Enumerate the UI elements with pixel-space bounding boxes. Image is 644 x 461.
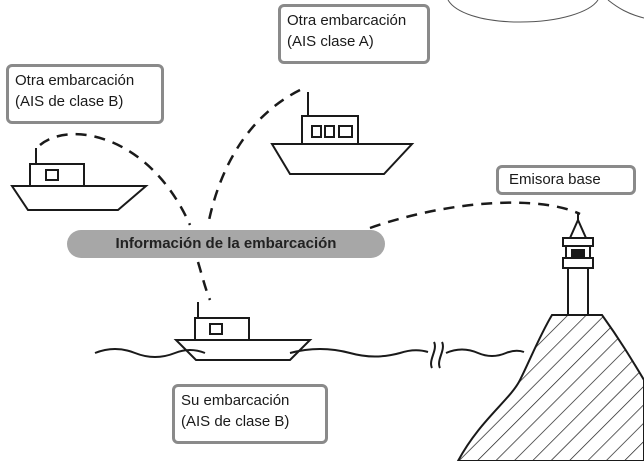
vessel-class-b-line1: Otra embarcación [15,72,135,89]
vessel-class-a-label: Otra embarcación (AIS clase A) [278,4,430,64]
sea-waves [94,341,525,369]
hatched-cliff [456,314,644,461]
ship-icon-class-a [270,92,415,175]
ship-icon-class-b [10,148,149,211]
ship-icon-own [173,302,313,361]
link-class-a-vessel [206,88,301,226]
vessel-info-pill: Información de la embarcación [67,230,385,258]
own-vessel-line2: (AIS de clase B) [181,413,290,430]
link-class-b-vessel [39,132,192,226]
own-vessel-line1: Su embarcación [181,392,290,409]
base-station-text: Emisora base [509,171,601,188]
vessel-class-a-line1: Otra embarcación [287,12,407,29]
vessel-class-b-label: Otra embarcación (AIS de clase B) [6,64,164,124]
cloud-outline-edge [607,0,644,19]
vessel-class-a-line2: (AIS clase A) [287,33,374,50]
cloud-outline [447,0,599,23]
lighthouse-icon [562,212,594,316]
link-base-station [369,201,581,230]
own-vessel-label: Su embarcación (AIS de clase B) [172,384,328,444]
link-own-vessel [196,261,212,301]
base-station-label: Emisora base [496,165,636,195]
vessel-class-b-line2: (AIS de clase B) [15,93,124,110]
